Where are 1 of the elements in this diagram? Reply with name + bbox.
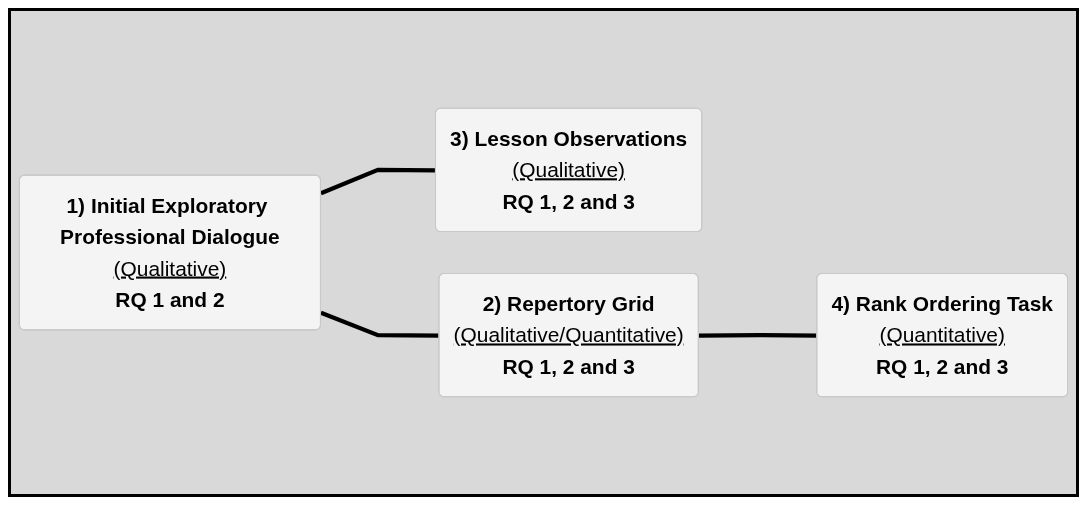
- connector: [320, 167, 436, 196]
